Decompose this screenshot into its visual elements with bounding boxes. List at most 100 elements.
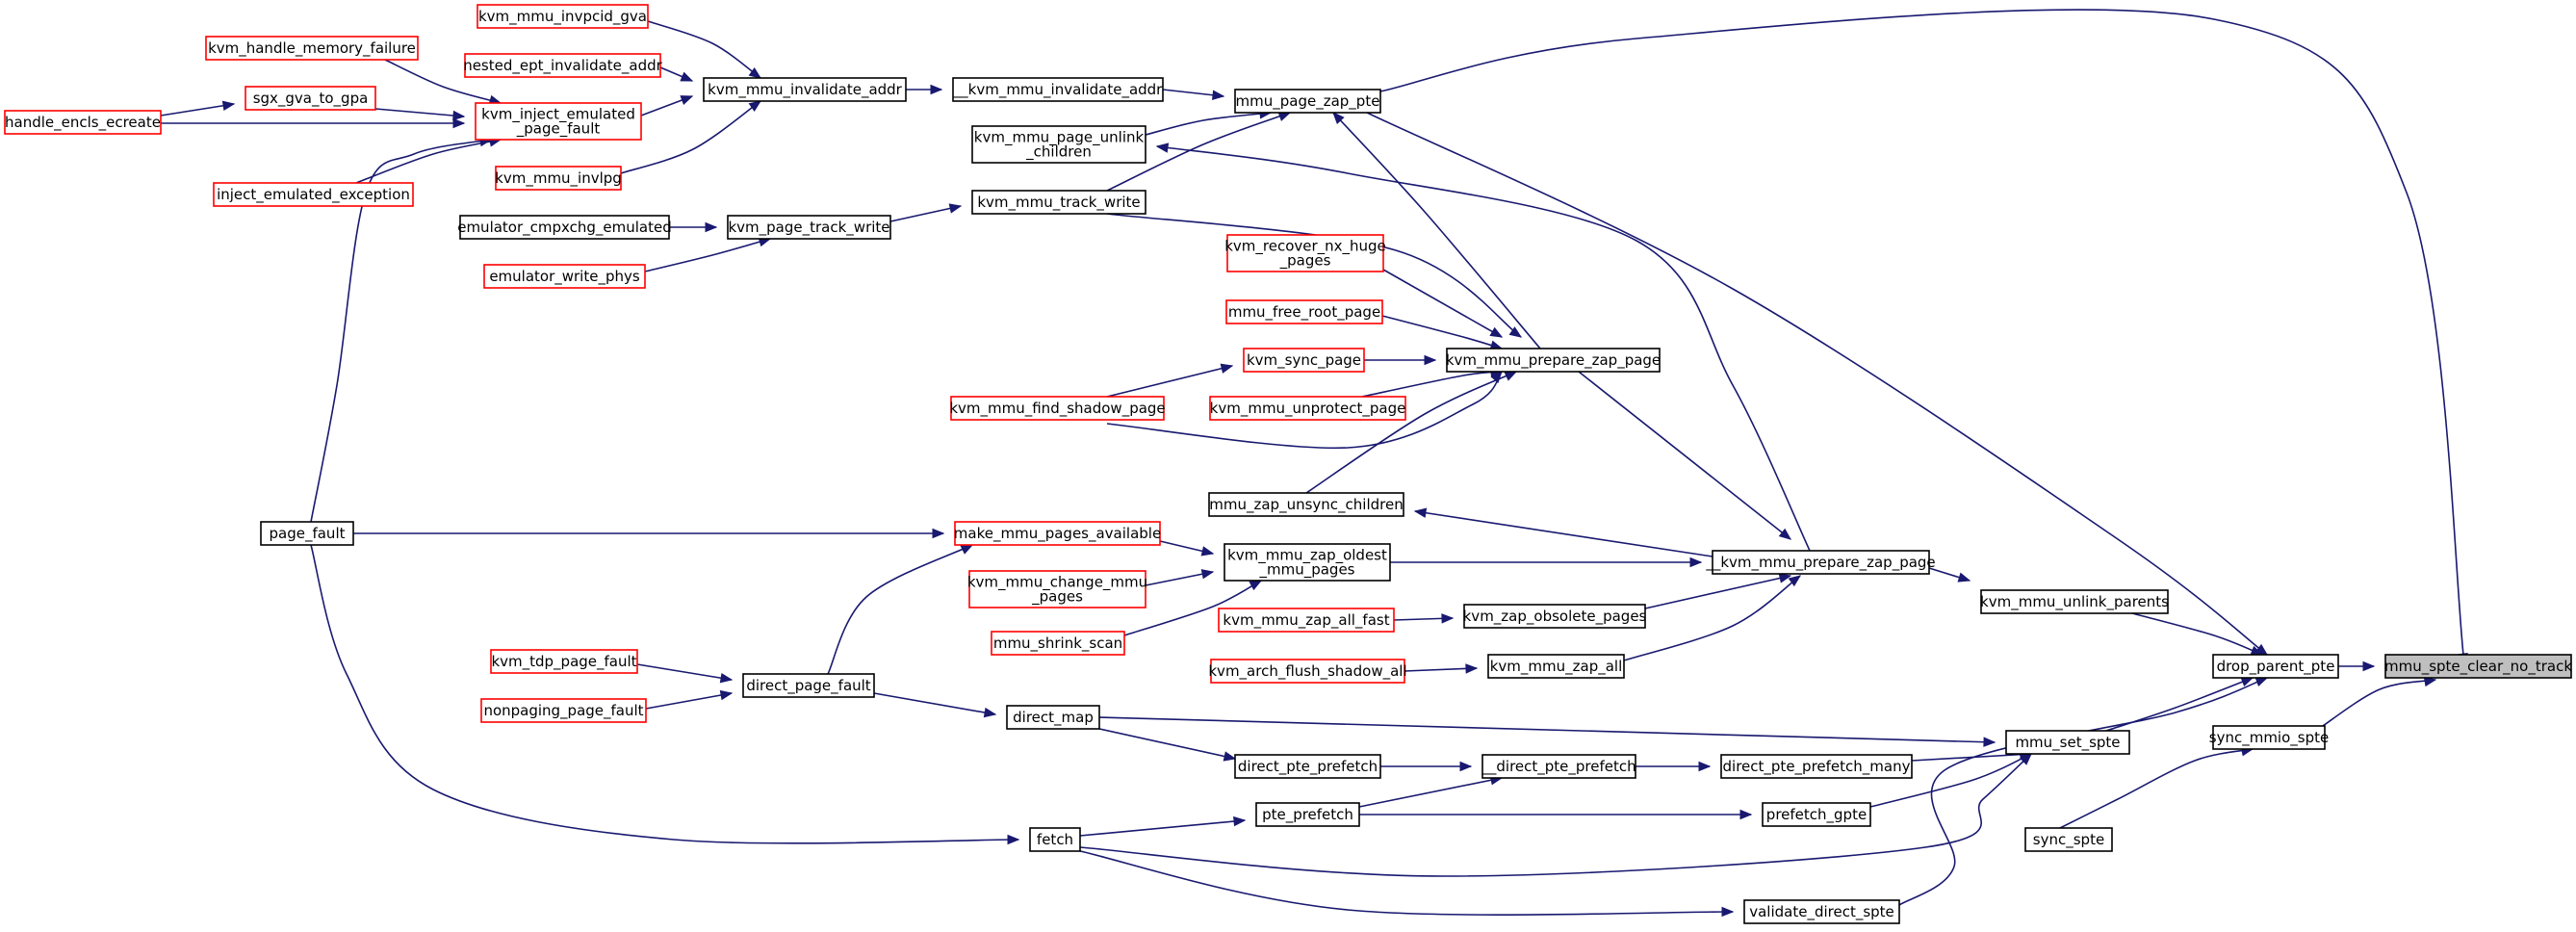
node-fetch[interactable]: fetch (1029, 827, 1081, 852)
node-label: validate_direct_spte (1749, 903, 1894, 921)
edge-line (645, 692, 733, 710)
node-kvm-zap-obsolete-pages[interactable]: kvm_zap_obsolete_pages (1463, 604, 1647, 629)
edge-arrowhead (680, 95, 694, 105)
edge-sgx_gva_to_gpa-to-kvm_inject_emulated_page_fault (374, 108, 466, 121)
node-box (1218, 608, 1395, 633)
node-kvm-mmu-zap-all-fast[interactable]: kvm_mmu_zap_all_fast (1218, 608, 1395, 633)
node-direct-pte-prefetch[interactable]: direct_pte_prefetch (1234, 754, 1381, 779)
node-emulator-cmpxchg-emulated[interactable]: emulator_cmpxchg_emulated (457, 215, 672, 240)
node-kvm-mmu-change-mmu-pages[interactable]: kvm_mmu_change_mmu_pages (967, 570, 1147, 608)
node-sgx-gva-to-gpa[interactable]: sgx_gva_to_gpa (245, 86, 376, 111)
node-root[interactable]: mmu_spte_clear_no_track (2384, 654, 2572, 679)
node-prefetch-gpte[interactable]: prefetch_gpte (1762, 802, 1871, 827)
edge-direct_map-to-mmu_set_spte (1098, 716, 1996, 747)
edge-kvm_page_track_write-to-kvm_mmu_track_write (889, 203, 963, 222)
node-kvm-mmu-unlink-parents[interactable]: kvm_mmu_unlink_parents (1980, 589, 2169, 614)
edge-kvm_mmu_zap_oldest_mmu_pages-to-__kvm_mmu_prepare_zap_page (1390, 557, 1703, 568)
edge-line (873, 692, 996, 715)
node-mmu-set-spte[interactable]: mmu_set_spte (2005, 730, 2130, 755)
node-kvm-mmu-zap-all[interactable]: kvm_mmu_zap_all (1487, 654, 1625, 679)
edge-page_fault-to-fetch (310, 544, 1020, 845)
node-validate-direct-spte[interactable]: validate_direct_spte (1743, 899, 1900, 924)
edge-fetch-to-mmu_set_spte (1079, 753, 2032, 877)
node-box (954, 521, 1161, 546)
edge-arrowhead (1249, 580, 1263, 591)
node-box (950, 396, 1165, 421)
edge-nonpaging_page_fault-to-direct_page_fault (645, 689, 734, 710)
edge-arrowhead (1465, 663, 1479, 674)
node---kvm-mmu-invalidate-addr[interactable]: __kvm_mmu_invalidate_addr (952, 77, 1164, 102)
node-inject-emulated-exception[interactable]: inject_emulated_exception (213, 182, 414, 207)
node-kvm-handle-memory-failure[interactable]: kvm_handle_memory_failure (205, 36, 419, 61)
edge-arrowhead (1778, 528, 1792, 540)
node-box (205, 36, 419, 61)
node-kvm-mmu-invalidate-addr[interactable]: kvm_mmu_invalidate_addr (703, 77, 907, 102)
node---kvm-mmu-prepare-zap-page[interactable]: __kvm_mmu_prepare_zap_page (1705, 550, 1936, 575)
node-handle-encls-ecreate[interactable]: handle_encls_ecreate (4, 110, 162, 135)
edge-line (1414, 510, 1713, 557)
node-sync-mmio-spte[interactable]: sync_mmio_spte (2209, 725, 2329, 750)
node-box (742, 673, 875, 698)
node-box (1712, 550, 1930, 575)
node-box (1255, 802, 1360, 827)
node-mmu-page-zap-pte[interactable]: mmu_page_zap_pte (1234, 89, 1381, 114)
node---direct-pte-prefetch[interactable]: __direct_pte_prefetch (1481, 754, 1636, 779)
node-mmu-free-root-page[interactable]: mmu_free_root_page (1225, 299, 1383, 324)
node-kvm-mmu-page-unlink-children[interactable]: kvm_mmu_page_unlink_children (971, 125, 1146, 164)
node-box (971, 125, 1146, 164)
node-kvm-mmu-invpcid-gva[interactable]: kvm_mmu_invpcid_gva (477, 4, 649, 29)
node-kvm-mmu-find-shadow-page[interactable]: kvm_mmu_find_shadow_page (949, 396, 1166, 421)
edge-kvm_mmu_prepare_zap_page-to-mmu_page_zap_pte (1332, 112, 1541, 350)
edge-arrowhead (2362, 660, 2376, 672)
node-label: mmu_zap_unsync_children (1209, 496, 1403, 514)
edge-line (1366, 112, 2268, 656)
edge-line (1079, 753, 2032, 877)
node-label: _pages (1031, 588, 1083, 607)
node-box (1209, 396, 1406, 421)
edge-line (2319, 679, 2436, 729)
edge-fetch-to-validate_direct_spte (1079, 850, 1735, 918)
node-label: kvm_mmu_change_mmu (967, 574, 1147, 592)
node-drop-parent-pte[interactable]: drop_parent_pte (2212, 654, 2339, 679)
edge-line (827, 544, 973, 675)
node-page-fault[interactable]: page_fault (260, 521, 354, 546)
node-pte-prefetch[interactable]: pte_prefetch (1255, 802, 1360, 827)
edge-kvm_mmu_zap_all-to-__kvm_mmu_prepare_zap_page (1623, 575, 1802, 661)
node-kvm-inject-emulated-page-fault[interactable]: kvm_inject_emulated_page_fault (475, 102, 642, 141)
node-nonpaging-page-fault[interactable]: nonpaging_page_fault (480, 698, 647, 723)
node-nested-ept-invalidate-addr[interactable]: nested_ept_invalidate_addr (463, 53, 663, 78)
node-mmu-shrink-scan[interactable]: mmu_shrink_scan (991, 631, 1125, 656)
node-label: kvm_mmu_zap_all (1490, 658, 1623, 676)
node-box (703, 77, 907, 102)
node-kvm-arch-flush-shadow-all[interactable]: kvm_arch_flush_shadow_all (1208, 659, 1407, 684)
node-label: fetch (1037, 831, 1073, 848)
edge-kvm_tdp_page_fault-to-direct_page_fault (636, 663, 734, 684)
node-kvm-mmu-prepare-zap-page[interactable]: kvm_mmu_prepare_zap_page (1446, 348, 1661, 373)
node-kvm-mmu-zap-oldest-mmu-pages[interactable]: kvm_mmu_zap_oldest_mmu_pages (1224, 543, 1391, 582)
node-kvm-recover-nx-huge-pages[interactable]: kvm_recover_nx_huge_pages (1224, 234, 1386, 272)
node-box (1224, 543, 1391, 582)
node-kvm-sync-page[interactable]: kvm_sync_page (1243, 348, 1365, 373)
node-direct-map[interactable]: direct_map (1006, 705, 1100, 730)
node-box (1446, 348, 1661, 373)
edge-arrowhead (960, 544, 974, 555)
node-box (1208, 492, 1404, 517)
node-label: __kvm_mmu_invalidate_addr (953, 81, 1164, 99)
node-mmu-zap-unsync-children[interactable]: mmu_zap_unsync_children (1208, 492, 1404, 517)
node-emulator-write-phys[interactable]: emulator_write_phys (483, 264, 646, 289)
edge-arrowhead (1332, 112, 1345, 125)
node-make-mmu-pages-available[interactable]: make_mmu_pages_available (954, 521, 1161, 546)
node-direct-pte-prefetch-many[interactable]: direct_pte_prefetch_many (1720, 754, 1913, 779)
node-box (952, 77, 1164, 102)
node-kvm-mmu-track-write[interactable]: kvm_mmu_track_write (971, 190, 1146, 215)
node-kvm-tdp-page-fault[interactable]: kvm_tdp_page_fault (490, 649, 638, 674)
node-kvm-mmu-unprotect-page[interactable]: kvm_mmu_unprotect_page (1209, 396, 1406, 421)
node-sync-spte[interactable]: sync_spte (2024, 827, 2113, 852)
node-kvm-mmu-invlpg[interactable]: kvm_mmu_invlpg (495, 166, 622, 191)
node-kvm-page-track-write[interactable]: kvm_page_track_write (727, 215, 891, 240)
node-label: kvm_arch_flush_shadow_all (1208, 662, 1406, 681)
node-box (1226, 234, 1384, 272)
node-direct-page-fault[interactable]: direct_page_fault (742, 673, 875, 698)
edge-kvm_mmu_find_shadow_page-to-kvm_sync_page (1106, 363, 1234, 398)
edge-arrowhead (680, 71, 694, 82)
